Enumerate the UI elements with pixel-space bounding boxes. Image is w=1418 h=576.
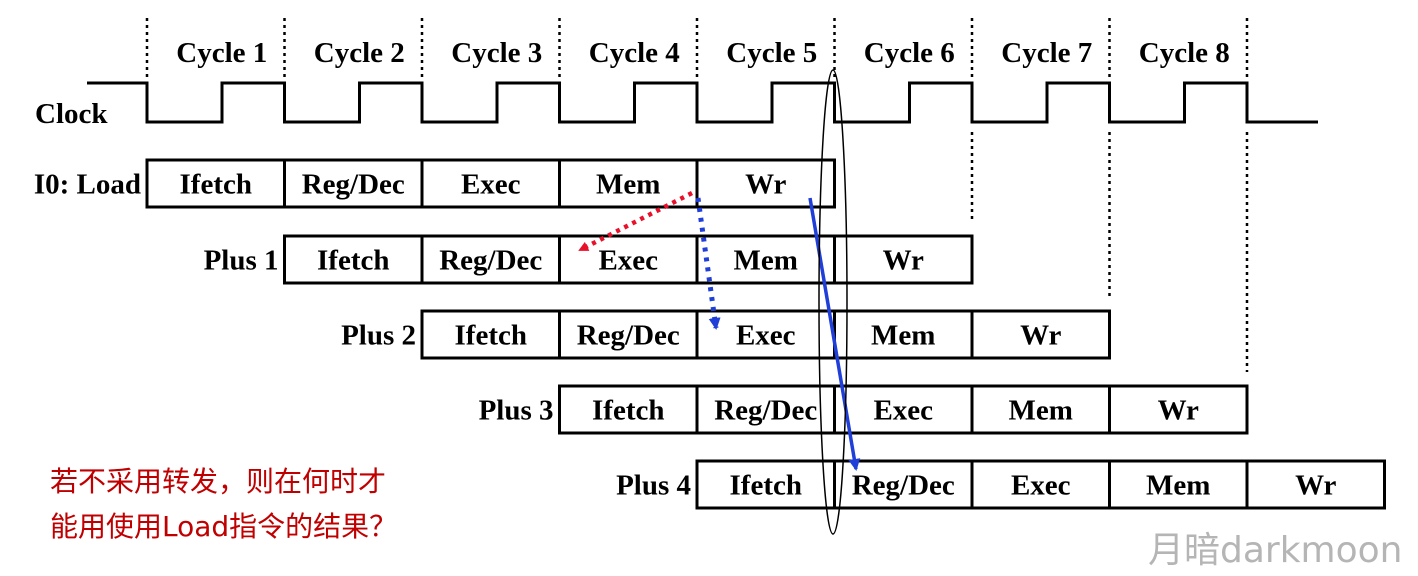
cycle-labels: Cycle 1 Cycle 2 Cycle 3 Cycle 4 Cycle 5 Cycle… (176, 37, 1230, 69)
stage-label: Mem (596, 169, 660, 201)
stage-label: Exec (736, 320, 796, 352)
cycle-label: Cycle 7 (1001, 37, 1092, 69)
cycle-label: Cycle 3 (451, 37, 542, 69)
cycle-label: Cycle 4 (589, 37, 680, 69)
stage-label: Ifetch (317, 245, 389, 277)
cycle-label: Cycle 1 (176, 37, 267, 69)
stage-box (970, 384, 1111, 435)
stage-box (1245, 459, 1386, 510)
stage-label: Exec (1011, 470, 1071, 502)
instruction-label: I0: Load (34, 169, 141, 201)
cycle-boundary-ellipse (818, 69, 848, 535)
stage-box (970, 309, 1111, 360)
stage-box (558, 158, 699, 209)
stage-box (1108, 384, 1249, 435)
instruction-label: Plus 2 (341, 320, 416, 352)
stage-label: Wr (1020, 320, 1061, 352)
cycle-label: Cycle 8 (1139, 37, 1230, 69)
clock-waveform (87, 81, 1318, 124)
stage-label: Wr (1295, 470, 1336, 502)
watermark-text: 月暗darkmoon (1148, 530, 1403, 571)
stage-box (695, 384, 836, 435)
stage-label: Ifetch (455, 320, 527, 352)
stage-label: Mem (734, 245, 798, 277)
stage-label: Mem (871, 320, 935, 352)
cycle-label: Cycle 2 (314, 37, 405, 69)
stage-box (420, 158, 561, 209)
pipeline-row: I0: Load Ifetch Reg/Dec Exec Mem Wr (34, 158, 836, 209)
stage-label: Wr (883, 245, 924, 277)
clock-label: Clock (35, 98, 108, 130)
pipeline-row: Plus 2 Ifetch Reg/Dec Exec Mem Wr (341, 309, 1111, 360)
stage-label: Exec (598, 245, 658, 277)
stage-label: Exec (873, 395, 933, 427)
stage-label: Ifetch (730, 470, 802, 502)
stage-box (833, 309, 974, 360)
stage-box (145, 158, 286, 209)
stage-label: Reg/Dec (439, 245, 542, 277)
stage-box (420, 309, 561, 360)
cycle-label: Cycle 5 (726, 37, 817, 69)
stage-label: Ifetch (592, 395, 664, 427)
stage-label: Mem (1146, 470, 1210, 502)
forward-arrow-blue-dotted (695, 197, 721, 330)
pipeline-row: Plus 3 Ifetch Reg/Dec Exec Mem Wr (479, 384, 1249, 435)
stage-box (833, 234, 974, 285)
writeback-arrow-blue (808, 197, 861, 471)
stage-label: Reg/Dec (577, 320, 680, 352)
stage-box (283, 234, 424, 285)
stage-label: Ifetch (180, 169, 252, 201)
cycle-label: Cycle 6 (864, 37, 955, 69)
stage-box (1108, 459, 1249, 510)
stage-label: Reg/Dec (302, 169, 405, 201)
stage-label: Wr (745, 169, 786, 201)
instruction-label: Plus 1 (204, 245, 279, 277)
forward-arrow-red (578, 190, 694, 253)
stage-box (283, 158, 424, 209)
pipeline-row: Plus 1 Ifetch Reg/Dec Exec Mem Wr (204, 234, 974, 285)
cycle-dividers (145, 18, 1249, 80)
stage-label: Exec (461, 169, 521, 201)
pipeline-row: Plus 4 Ifetch Reg/Dec Exec Mem Wr (616, 459, 1386, 510)
instruction-label: Plus 4 (616, 470, 691, 502)
instruction-label: Plus 3 (479, 395, 554, 427)
completion-dividers (970, 132, 1249, 372)
stage-box (558, 384, 699, 435)
stage-label: Reg/Dec (852, 470, 955, 502)
question-line-1: 若不采用转发，则在何时才 (50, 465, 386, 498)
stage-label: Mem (1009, 395, 1073, 427)
question-line-2: 能用使用Load指令的结果？ (50, 510, 397, 543)
stage-label: Wr (1158, 395, 1199, 427)
stage-box (695, 459, 836, 510)
stage-label: Reg/Dec (714, 395, 817, 427)
stage-box (970, 459, 1111, 510)
